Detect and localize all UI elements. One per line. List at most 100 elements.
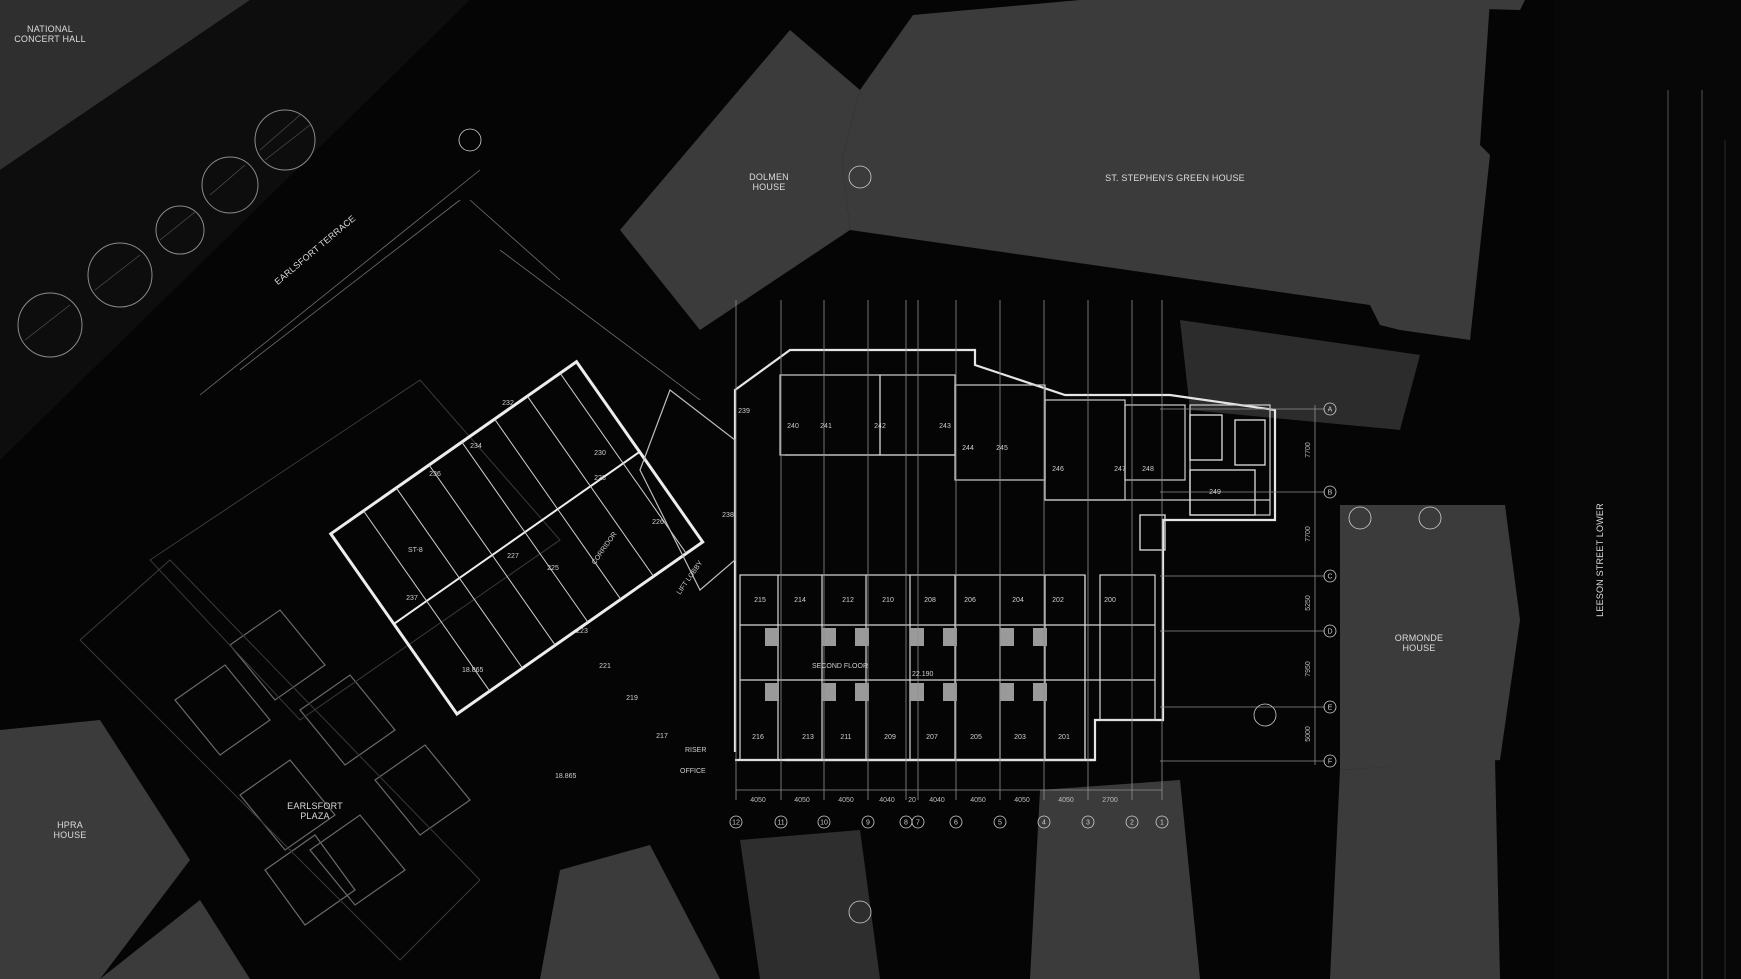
grid-row-E: E bbox=[1328, 705, 1333, 712]
grid-row-F: F bbox=[1328, 759, 1332, 766]
column-dim-3: 4040 bbox=[879, 797, 895, 804]
ormonde-house bbox=[1340, 505, 1520, 770]
room-225: 225 bbox=[547, 565, 559, 572]
room-219: 219 bbox=[626, 695, 638, 702]
office-label: OFFICE bbox=[680, 768, 706, 775]
room-247: 247 bbox=[1114, 466, 1126, 473]
grid-column-4-circle bbox=[1037, 815, 1051, 829]
grid-row-C: C bbox=[1327, 574, 1332, 581]
room-226: 226 bbox=[652, 519, 664, 526]
grid-column-7: 7 bbox=[916, 820, 920, 827]
floor-label: SECOND FLOOR bbox=[812, 663, 868, 670]
room-213: 213 bbox=[802, 734, 814, 741]
column-dim-9: 2700 bbox=[1102, 797, 1118, 804]
grid-row-B-circle bbox=[1323, 485, 1337, 499]
room-209: 209 bbox=[884, 734, 896, 741]
adjacent-building-east bbox=[1180, 320, 1420, 430]
plaza-planters bbox=[174, 609, 471, 926]
angled-wing bbox=[328, 359, 705, 717]
grid-column-12-circle bbox=[729, 815, 743, 829]
riser-label: RISER bbox=[685, 747, 706, 754]
room-246: 246 bbox=[1052, 466, 1064, 473]
room-204: 204 bbox=[1012, 597, 1024, 604]
hpra-annex bbox=[100, 900, 250, 979]
grid-column-3-circle bbox=[1081, 815, 1095, 829]
link-corridor bbox=[639, 389, 736, 591]
dolmen-house bbox=[620, 30, 860, 330]
room-242: 242 bbox=[874, 423, 886, 430]
room-244: 244 bbox=[962, 445, 974, 452]
structural-grid-horizontal bbox=[736, 405, 1325, 791]
column-dim-5: 4040 bbox=[929, 797, 945, 804]
room-214: 214 bbox=[794, 597, 806, 604]
leeson-street-label: LEESON STREET LOWER bbox=[1595, 503, 1605, 617]
room-243: 243 bbox=[939, 423, 951, 430]
row-dimensions: 7700 7700 5250 7950 5000 bbox=[1305, 442, 1312, 742]
row-dim-0: 7700 bbox=[1305, 442, 1312, 458]
plaza-paving bbox=[79, 379, 561, 961]
grid-column-2: 2 bbox=[1130, 820, 1134, 827]
grid-row-C-circle bbox=[1323, 569, 1337, 583]
earlsfort-plaza-label: EARLSFORT PLAZA bbox=[287, 801, 343, 821]
room-241: 241 bbox=[820, 423, 832, 430]
level-1: 18.865 bbox=[462, 667, 484, 674]
grid-column-12: 12 bbox=[732, 820, 740, 827]
grid-column-5-circle bbox=[993, 815, 1007, 829]
room-208: 208 bbox=[924, 597, 936, 604]
grid-column-4: 4 bbox=[1042, 820, 1046, 827]
grid-column-9: 9 bbox=[866, 820, 870, 827]
room-223: 223 bbox=[576, 628, 588, 635]
street-trees bbox=[17, 109, 316, 358]
room-232: 232 bbox=[502, 400, 514, 407]
grid-column-10: 10 bbox=[820, 820, 828, 827]
room-248: 248 bbox=[1142, 466, 1154, 473]
row-dim-4: 5000 bbox=[1305, 726, 1312, 742]
column-dim-0: 4050 bbox=[750, 797, 766, 804]
leeson-street bbox=[1555, 0, 1741, 979]
room-200: 200 bbox=[1104, 597, 1116, 604]
row-dim-2: 5250 bbox=[1305, 595, 1312, 611]
room-239: 239 bbox=[738, 408, 750, 415]
level-3: 22.190 bbox=[912, 671, 934, 678]
grid-row-A: A bbox=[1328, 407, 1333, 414]
grid-column-7-circle bbox=[911, 815, 925, 829]
room-216: 216 bbox=[752, 734, 764, 741]
room-211: 211 bbox=[840, 734, 851, 741]
tree-hatching bbox=[24, 114, 311, 341]
room-215: 215 bbox=[754, 597, 766, 604]
hpra-house bbox=[0, 720, 190, 979]
south-building-3 bbox=[740, 830, 880, 979]
concert-hall-label: NATIONAL CONCERT HALL bbox=[14, 24, 86, 44]
room-245: 245 bbox=[996, 445, 1008, 452]
row-dim-3: 7950 bbox=[1305, 661, 1312, 677]
column-dim-7: 4050 bbox=[1014, 797, 1030, 804]
dolmen-house-label: DOLMEN HOUSE bbox=[749, 172, 789, 192]
column-dim-8: 4050 bbox=[1058, 797, 1074, 804]
grid-column-10-circle bbox=[817, 815, 831, 829]
grid-row-B: B bbox=[1328, 490, 1333, 497]
grid-column-6-circle bbox=[949, 815, 963, 829]
row-dim-1: 7700 bbox=[1305, 526, 1312, 542]
room-237: 237 bbox=[406, 595, 418, 602]
room-240: 240 bbox=[787, 423, 799, 430]
grid-row-E-circle bbox=[1323, 700, 1337, 714]
level-2: 18.865 bbox=[555, 773, 577, 780]
room-203: 203 bbox=[1014, 734, 1026, 741]
grid-column-1-circle bbox=[1155, 815, 1169, 829]
room-227: 227 bbox=[507, 553, 519, 560]
column-dim-2: 4050 bbox=[838, 797, 854, 804]
grid-column-3: 3 bbox=[1086, 820, 1090, 827]
st-stephens-green-house bbox=[842, 0, 1490, 340]
lower-room-grid bbox=[739, 574, 1156, 761]
grid-column-11: 11 bbox=[777, 820, 784, 827]
grid-row-F-circle bbox=[1323, 754, 1337, 768]
service-core bbox=[1139, 414, 1266, 551]
room-238: 238 bbox=[722, 512, 734, 519]
hpra-house-label: HPRA HOUSE bbox=[53, 820, 87, 840]
column-dim-6: 4050 bbox=[970, 797, 986, 804]
